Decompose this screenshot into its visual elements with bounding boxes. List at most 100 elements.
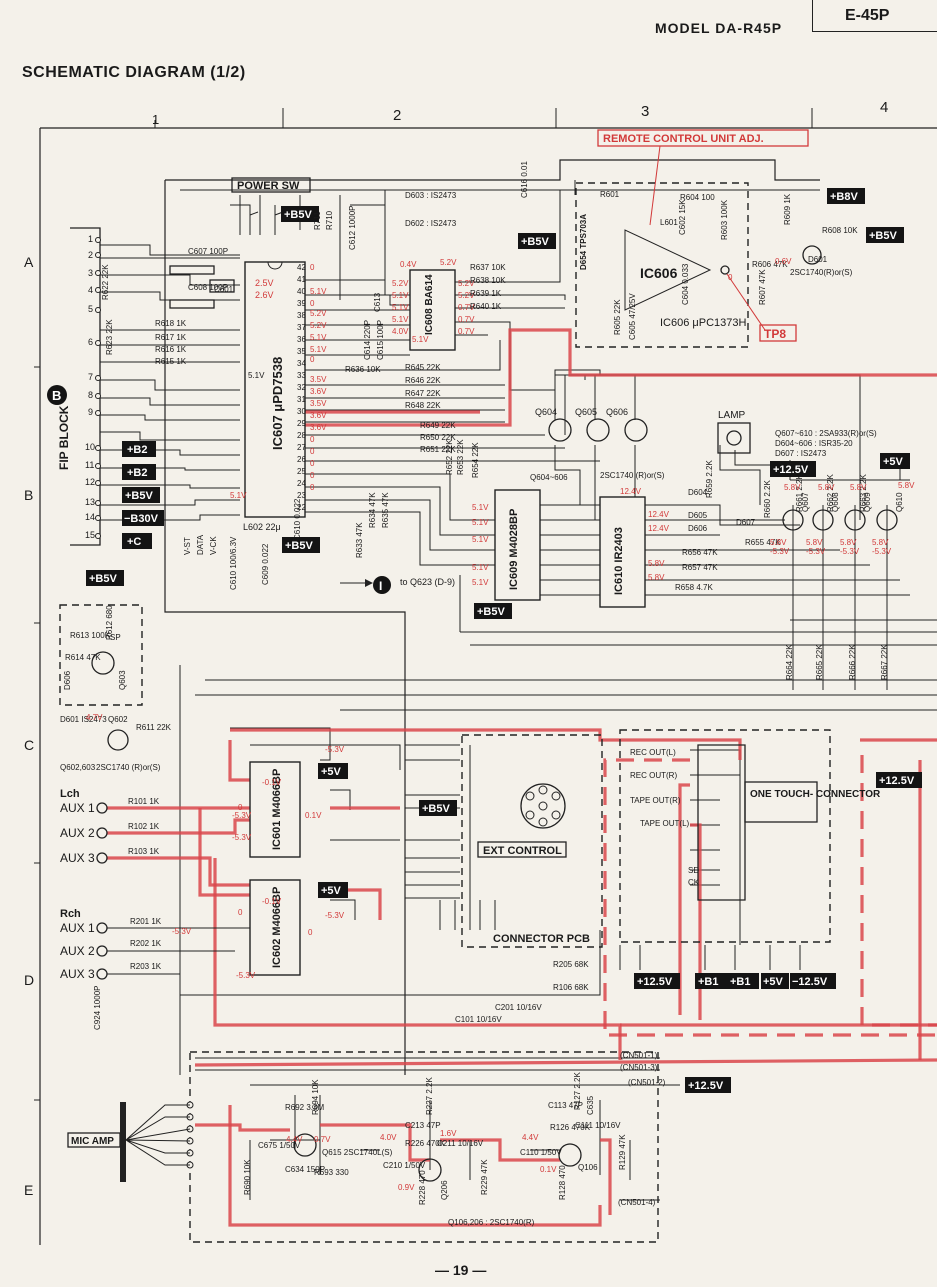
label-voltages-ic608_left-1: 5.1V (392, 291, 409, 300)
grid-col-3: 3 (641, 103, 649, 120)
label-voltages-q_row_neg-2: -5.3V (840, 547, 860, 556)
label-q_labels-q609: Q609 (863, 492, 872, 512)
label-voltages-q206-0: 4.0V (380, 1133, 397, 1142)
svg-text:35: 35 (297, 347, 306, 356)
label-parts-r694: R694 10K (311, 1079, 320, 1115)
label-parts-c634: C634 150P (285, 1165, 325, 1174)
to-q623: to Q623 (D-9) (400, 577, 455, 587)
label-parts-r614: R614 47K (65, 653, 101, 662)
label-connector_pins-rec_out_l: REC OUT(L) (630, 748, 676, 757)
ic608: IC608 BA614 0.4V 5.2V 5.2V 5.1V 5.1V 5.1… (345, 161, 556, 558)
label-parts-r227: R227 2.2K (425, 1077, 434, 1115)
part-c608: C608 100P (188, 283, 228, 292)
label-notes-d604_606: D604~606 : ISR35-20 (775, 439, 853, 448)
svg-text:30: 30 (297, 407, 306, 416)
label-parts-r605: R605 22K (613, 299, 622, 335)
label-parts-c211: C211 10/16V (437, 1139, 484, 1148)
part-r616: R616 1K (155, 345, 187, 354)
label-voltages-ic607_pins_right-9: 0 (310, 355, 315, 364)
grid-row-d: D (24, 972, 34, 988)
rail-b5v-q602: +B5V (89, 573, 117, 585)
label-parts-c615: C615 100P (376, 320, 385, 360)
label-parts-r658: R658 4.7K (675, 583, 713, 592)
label-voltages-q106-1: 0.1V (540, 1165, 557, 1174)
label-voltages-ic601-4: -5.3V (232, 811, 252, 820)
ic610-label: IC610 IR2403 (613, 527, 625, 595)
svg-text:41: 41 (297, 275, 306, 284)
svg-text:3: 3 (88, 268, 93, 278)
label-q_labels-d604: D604 (688, 488, 708, 497)
label-voltages-ic602-0: -0.1V (262, 897, 282, 906)
wiring (100, 159, 937, 1201)
rail-b5v-ic609: +B5V (477, 606, 505, 618)
rch-label: Rch (60, 908, 81, 920)
label-parts-r639: R639 1K (470, 289, 502, 298)
label-parts-r693: R693 330 (314, 1168, 349, 1177)
label-parts-r662: R662 2.2K (826, 474, 835, 512)
label-q_labels-d605: D605 (688, 511, 708, 520)
label-parts-r613: R613 100K (70, 631, 111, 640)
label-parts-c924: C924 1000P (93, 986, 102, 1030)
ic606-type: IC606 μPC1373H (660, 317, 746, 329)
part-r622: R622 22K (101, 264, 110, 300)
marker-i: I (379, 579, 382, 593)
label-parts-r654: R654 22K (471, 442, 480, 478)
fip-marker (47, 385, 67, 405)
remote-adj-label: REMOTE CONTROL UNIT ADJ. (603, 133, 764, 145)
rail-b5v-fip: +B5V (125, 490, 153, 502)
q604-606: Q604 Q605 Q606 Q604~606 2SC1740 (R)or(S) (530, 407, 665, 482)
one-touch-label: ONE TOUCH- CONNECTOR (750, 789, 881, 800)
rail-5v-ic601: +5V (321, 766, 342, 778)
svg-text:23: 23 (297, 491, 306, 500)
svg-text:11: 11 (85, 460, 94, 470)
rail-b5v-psw: +B5V (284, 209, 312, 221)
label-voltages-q_row_low-2: 5.8V (840, 538, 857, 547)
label-parts-r637: R637 10K (470, 263, 506, 272)
connector-pcb: CONNECTOR PCB EXT CONTROL +B5V (419, 734, 603, 948)
label-voltages-q_row_neg-3: -5.3V (872, 547, 892, 556)
svg-text:1: 1 (88, 234, 93, 244)
svg-text:15: 15 (85, 530, 95, 540)
label-voltages-ic609_left-3: 5.1V (472, 563, 489, 572)
label-notes-d602: D602 : IS2473 (405, 219, 457, 228)
label-voltages-q_row-2: 5.8V (850, 483, 867, 492)
grid-row-c: C (24, 737, 34, 753)
label-voltages-ic608_left-3: 5.1V (392, 315, 409, 324)
svg-text:33: 33 (297, 371, 306, 380)
connector-pcb-label: CONNECTOR PCB (493, 933, 590, 945)
label-notes-d607: D607 : IS2473 (775, 449, 827, 458)
label-voltages-ic608_right-3: 0.7V (458, 315, 475, 324)
label-voltages-ic610_right-4: 5.8V (648, 573, 665, 582)
label-q_labels-q610: Q610 (895, 492, 904, 512)
label-voltages-ic602-1: 0 (238, 908, 243, 917)
label-parts-r612: R612 680 (105, 605, 114, 640)
label-connector_pins-tape_out_r: TAPE OUT(R) (630, 796, 681, 805)
svg-text:28: 28 (297, 431, 306, 440)
label-connector_pins-cn501_1: (CN501-1) (620, 1051, 658, 1060)
label-notes-d603: D603 : IS2473 (405, 191, 457, 200)
ic607-vck: V-CK (209, 536, 218, 555)
label-q_labels-q608: Q608 (831, 492, 840, 512)
svg-text:34: 34 (297, 359, 306, 368)
grid-row-e: E (24, 1182, 33, 1198)
label-parts-r202: R202 1K (130, 939, 162, 948)
label-voltages-ic601-5: -5.3V (325, 745, 345, 754)
label-voltages-ic608_left-2: 5.1V (392, 303, 409, 312)
label-voltages-ic610_right-2: 12.4V (648, 524, 670, 533)
svg-text:37: 37 (297, 323, 306, 332)
label-voltages-q_row-0: 5.8V (784, 483, 801, 492)
label-parts-r611: R611 22K (136, 723, 172, 732)
label-q_labels-q607: Q607 (801, 492, 810, 512)
mic-amp: MIC AMP (CN501-1) (CN501-3) (CN501-2) (C… (67, 1051, 731, 1243)
label-voltages-q_row-3: 5.8V (898, 481, 915, 490)
label-voltages-ic607_pins_right-24: 5.1V (230, 491, 247, 500)
label-parts-r203: R203 1K (130, 962, 162, 971)
svg-text:14: 14 (85, 512, 95, 522)
lch-aux2: AUX 2 (60, 826, 95, 840)
label-notes-q615: Q615 2SC1740L(S) (322, 1148, 393, 1157)
label-notes-q106_206: Q106,206 : 2SC1740(R) (448, 1218, 535, 1227)
label-parts-r690: R690 10K (243, 1159, 252, 1195)
